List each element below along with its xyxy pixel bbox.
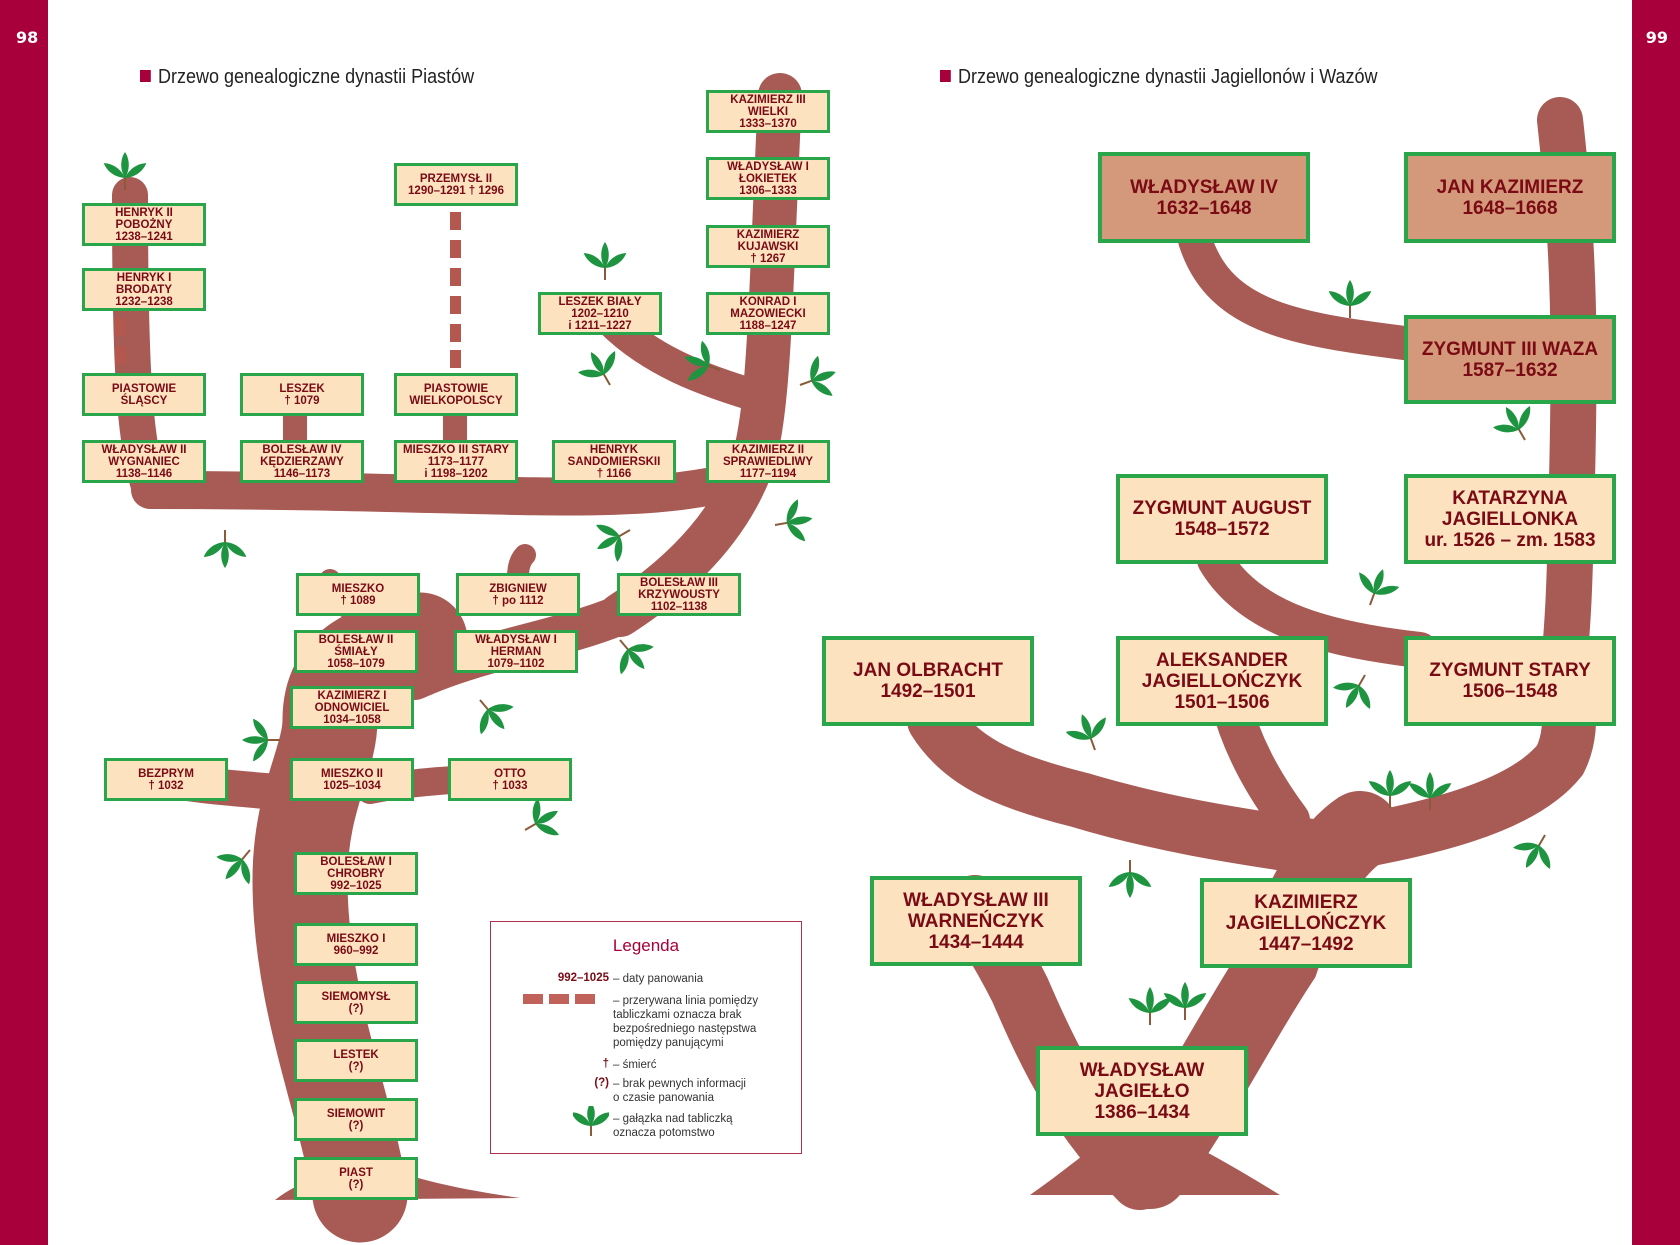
legend-key-death: † [602,1058,609,1070]
box-kazimierz-sprawiedliwy: KAZIMIERZ II SPRAWIEDLIWY 1177–1194 [706,440,830,483]
box-boleslaw-krzywousty: BOLESŁAW III KRZYWOUSTY 1102–1138 [617,573,741,616]
box-zygmunt-stary: ZYGMUNT STARY 1506–1548 [1404,636,1616,726]
box-mieszko-ii: MIESZKO II 1025–1034 [290,758,414,801]
legend-text-death: – śmierć [613,1059,657,1071]
box-kazimierz-jagiellonczyk: KAZIMIERZ JAGIELLOŃCZYK 1447–1492 [1200,878,1412,968]
box-katarzyna-jagiellonka: KATARZYNA JAGIELLONKA ur. 1526 – zm. 158… [1404,474,1616,564]
box-bezprym: BEZPRYM † 1032 [104,758,228,801]
legend-text-dashed: – przerywana linia pomiędzy tabliczkami … [613,995,759,1049]
box-boleslaw-kedzierzawy: BOLESŁAW IV KĘDZIERZAWY 1146–1173 [240,440,364,483]
box-jan-olbracht: JAN OLBRACHT 1492–1501 [822,636,1034,726]
box-leszek-bialy: LESZEK BIAŁY 1202–1210 i 1211–1227 [538,292,662,335]
heading-jagiellon-text: Drzewo genealogiczne dynastii Jagiellonó… [958,66,1378,88]
heading-jagiellon-tree: Drzewo genealogiczne dynastii Jagiellonó… [940,66,1378,89]
box-przemysl-ii: PRZEMYSŁ II 1290–1291 † 1296 [394,163,518,206]
box-konrad-mazowiecki: KONRAD I MAZOWIECKI 1188–1247 [706,292,830,335]
page-number-right: 99 [1645,28,1668,47]
box-kazimierz-odnowiciel: KAZIMIERZ I ODNOWICIEL 1034–1058 [290,686,414,729]
box-lestek: LESTEK (?) [294,1039,418,1082]
legend-square-icon [940,70,951,82]
box-otto: OTTO † 1033 [448,758,572,801]
box-jan-kazimierz: JAN KAZIMIERZ 1648–1668 [1404,152,1616,243]
dashed-line-icon [517,994,635,1007]
box-boleslaw-chrobry: BOLESŁAW I CHROBRY 992–1025 [294,852,418,895]
box-leszek: LESZEK † 1079 [240,373,364,416]
box-wladyslaw-lokietek: WŁADYSŁAW I ŁOKIETEK 1306–1333 [706,157,830,200]
box-mieszko-iii-stary: MIESZKO III STARY 1173–1177 i 1198–1202 [394,440,518,483]
box-kazimierz-kujawski: KAZIMIERZ KUJAWSKI † 1267 [706,225,830,268]
legend-key-unknown: (?) [594,1077,609,1089]
box-wladyslaw-wygnaniec: WŁADYSŁAW II WYGNANIEC 1138–1146 [82,440,206,483]
box-siemomysl: SIEMOMYSŁ (?) [294,981,418,1024]
legend-title: Legenda [612,936,680,955]
box-piastowie-slascy: PIASTOWIE ŚLĄSCY [82,373,206,416]
box-boleslaw-smialy: BOLESŁAW II ŚMIAŁY 1058–1079 [294,630,418,673]
legend: Legenda 992–1025 – daty panowania – prze… [490,921,802,1154]
box-siemowit: SIEMOWIT (?) [294,1098,418,1141]
legend-text-unknown: – brak pewnych informacji o czasie panow… [613,1078,746,1104]
box-henryk-sandomierski: HENRYK SANDOMIERSKII † 1166 [552,440,676,483]
box-zygmunt-august: ZYGMUNT AUGUST 1548–1572 [1116,474,1328,564]
box-henryk-ii-pobozny: HENRYK II POBOŻNY 1238–1241 [82,203,206,246]
box-aleksander-jagiellonczyk: ALEKSANDER JAGIELLOŃCZYK 1501–1506 [1116,636,1328,726]
box-mieszko-i: MIESZKO I 960–992 [294,923,418,966]
jagiellon-roots [1030,1120,1280,1195]
legend-key-dates: 992–1025 [557,972,609,984]
legend-square-icon [140,70,151,82]
box-zbigniew: ZBIGNIEW † po 1112 [456,573,580,616]
legend-text-sprig: – gałązka nad tabliczką oznacza potomstw… [613,1113,733,1139]
page-margin-right: 99 [1632,0,1680,1245]
box-henryk-i-brodaty: HENRYK I BRODATY 1232–1238 [82,268,206,311]
box-zygmunt-iii-waza: ZYGMUNT III WAZA 1587–1632 [1404,315,1616,404]
heading-piast-tree: Drzewo genealogiczne dynastii Piastów [140,66,474,89]
box-wladyslaw-jagiello: WŁADYSŁAW JAGIEŁŁO 1386–1434 [1036,1046,1248,1136]
box-wladyslaw-iv: WŁADYSŁAW IV 1632–1648 [1098,152,1310,243]
page-margin-left: 98 [0,0,48,1245]
box-mieszko-1089: MIESZKO † 1089 [296,573,420,616]
box-piast: PIAST (?) [294,1157,418,1200]
box-kazimierz-wielki: KAZIMIERZ III WIELKI 1333–1370 [706,90,830,133]
box-wladyslaw-warnenczyk: WŁADYSŁAW III WARNEŃCZYK 1434–1444 [870,876,1082,966]
heading-piast-text: Drzewo genealogiczne dynastii Piastów [158,66,475,88]
box-piastowie-wielkopolscy: PIASTOWIE WIELKOPOLSCY [394,373,518,416]
page-number-left: 98 [16,28,39,47]
legend-text-dates: – daty panowania [613,973,704,985]
box-wladyslaw-herman: WŁADYSŁAW I HERMAN 1079–1102 [454,630,578,673]
